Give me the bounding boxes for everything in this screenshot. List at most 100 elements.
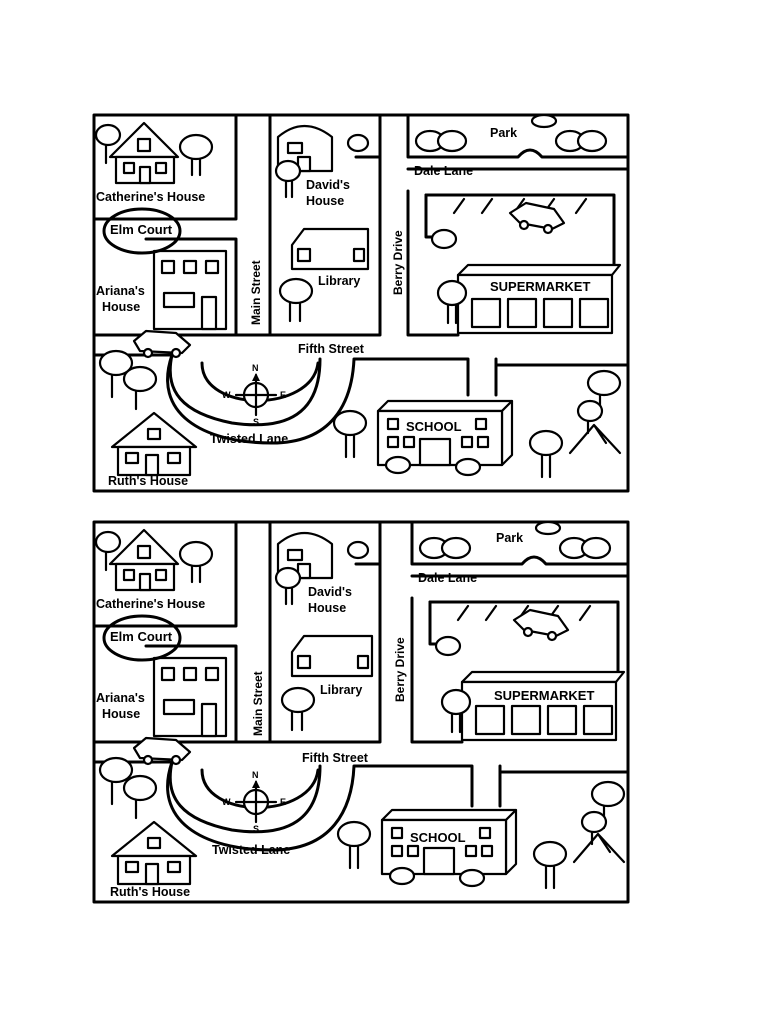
- compass-e-label: E: [280, 390, 286, 400]
- tree-icon: [274, 566, 302, 606]
- map-drawing: Catherine's House Elm Court Ariana's Hou…: [92, 113, 630, 493]
- park-label: Park: [490, 126, 517, 140]
- main-street-label: Main Street: [249, 260, 263, 325]
- tree-icon: [98, 349, 134, 399]
- bush-icon: [530, 113, 558, 129]
- bush-icon: [384, 455, 412, 475]
- dale-lane-label: Dale Lane: [418, 571, 477, 585]
- twisted-lane-label: Twisted Lane: [210, 432, 288, 446]
- tree-icon: [280, 686, 316, 732]
- catherines-house-label: Catherine's House: [96, 190, 205, 204]
- davids-house-label: David's: [306, 178, 350, 192]
- tree-icon: [274, 159, 302, 199]
- compass-n-label: N: [252, 363, 259, 373]
- block-catherine: [92, 520, 238, 628]
- catherines-house-icon: [108, 528, 180, 592]
- main-street-label: Main Street: [251, 671, 265, 736]
- tree-icon: [580, 810, 608, 846]
- arianas-house-label: House: [102, 707, 140, 721]
- catherines-house-icon: [108, 121, 180, 185]
- parking-lot: [424, 193, 616, 267]
- supermarket-label: SUPERMARKET: [490, 279, 590, 294]
- tree-icon: [122, 774, 158, 820]
- block-catherine: [92, 113, 238, 221]
- davids-house-icon: [276, 125, 334, 173]
- supermarket-label: SUPERMARKET: [494, 688, 594, 703]
- supermarket-icon: [460, 670, 626, 742]
- fifth-street-label: Fifth Street: [298, 342, 365, 356]
- berry-drive-edge: [354, 562, 382, 622]
- twisted-lane: [166, 760, 474, 852]
- elm-court-circle: [102, 614, 182, 662]
- map-border: [92, 113, 630, 493]
- bush-icon: [346, 133, 370, 153]
- bush-icon: [346, 540, 370, 560]
- tree-icon: [528, 429, 564, 479]
- ruths-house-label: Ruth's House: [108, 474, 188, 488]
- compass-w-label: W: [222, 390, 231, 400]
- supermarket-block: [410, 596, 464, 744]
- arianas-house-label: Ariana's: [96, 284, 145, 298]
- berry-drive-label: Berry Drive: [393, 637, 407, 702]
- ruths-house-icon: [110, 820, 198, 886]
- twisted-lane-inner: [168, 760, 322, 834]
- bush-icon: [554, 129, 608, 153]
- supermarket-icon: [456, 263, 622, 335]
- tree-icon: [440, 688, 472, 734]
- elm-court-circle: [102, 207, 182, 255]
- compass-e-label: E: [280, 797, 286, 807]
- davids-house-label: House: [308, 601, 346, 615]
- elm-court-label: Elm Court: [110, 222, 173, 237]
- parking-lot: [428, 600, 620, 674]
- library-label: Library: [318, 274, 360, 288]
- compass-s-label: S: [253, 824, 259, 834]
- ruths-house-label: Ruth's House: [110, 885, 190, 899]
- tree-icon: [332, 409, 368, 459]
- tree-icon: [94, 530, 122, 572]
- car-icon: [508, 201, 566, 235]
- library-icon: [290, 227, 370, 271]
- elm-court-label: Elm Court: [110, 629, 173, 644]
- neighborhood-map: Catherine's House Elm Court Ariana's Hou…: [92, 520, 630, 904]
- main-street-edge: [268, 113, 382, 337]
- car-icon: [512, 608, 570, 642]
- park-block: [410, 520, 630, 566]
- twisted-lane-label: Twisted Lane: [212, 843, 290, 857]
- bush-icon: [558, 536, 612, 560]
- tree-icon: [94, 123, 122, 165]
- main-street-edge: [268, 520, 382, 744]
- school-icon: [380, 808, 518, 876]
- bush-icon: [430, 228, 458, 250]
- ruths-house-icon: [110, 411, 198, 477]
- tree-icon: [336, 820, 372, 870]
- davids-house-label: House: [306, 194, 344, 208]
- neighborhood-map: Catherine's House Elm Court Ariana's Hou…: [92, 113, 630, 493]
- berry-drive-label: Berry Drive: [391, 230, 405, 295]
- car-icon: [132, 329, 192, 359]
- library-icon: [290, 634, 374, 678]
- bush-icon: [414, 129, 468, 153]
- tree-icon: [178, 133, 214, 177]
- davids-house-icon: [276, 532, 334, 580]
- arianas-house-label: House: [102, 300, 140, 314]
- tree-icon: [98, 756, 134, 806]
- bush-icon: [418, 536, 472, 560]
- swing-set-icon: [572, 832, 626, 864]
- parking-lines: [456, 604, 592, 622]
- tree-icon: [576, 399, 604, 435]
- berry-drive-edge: [354, 155, 382, 215]
- park-block: [406, 113, 630, 159]
- compass-n-label: N: [252, 770, 259, 780]
- bush-icon: [534, 520, 562, 536]
- swing-set-icon: [568, 423, 622, 455]
- bush-icon: [458, 868, 486, 888]
- compass-s-label: S: [253, 417, 259, 427]
- twisted-lane-inner: [168, 353, 322, 427]
- tree-icon: [436, 279, 468, 325]
- fifth-street-label: Fifth Street: [302, 751, 369, 765]
- compass-icon: [234, 373, 278, 417]
- tree-icon: [532, 840, 568, 890]
- catherines-house-label: Catherine's House: [96, 597, 205, 611]
- compass-w-label: W: [222, 797, 231, 807]
- car-icon: [132, 736, 192, 766]
